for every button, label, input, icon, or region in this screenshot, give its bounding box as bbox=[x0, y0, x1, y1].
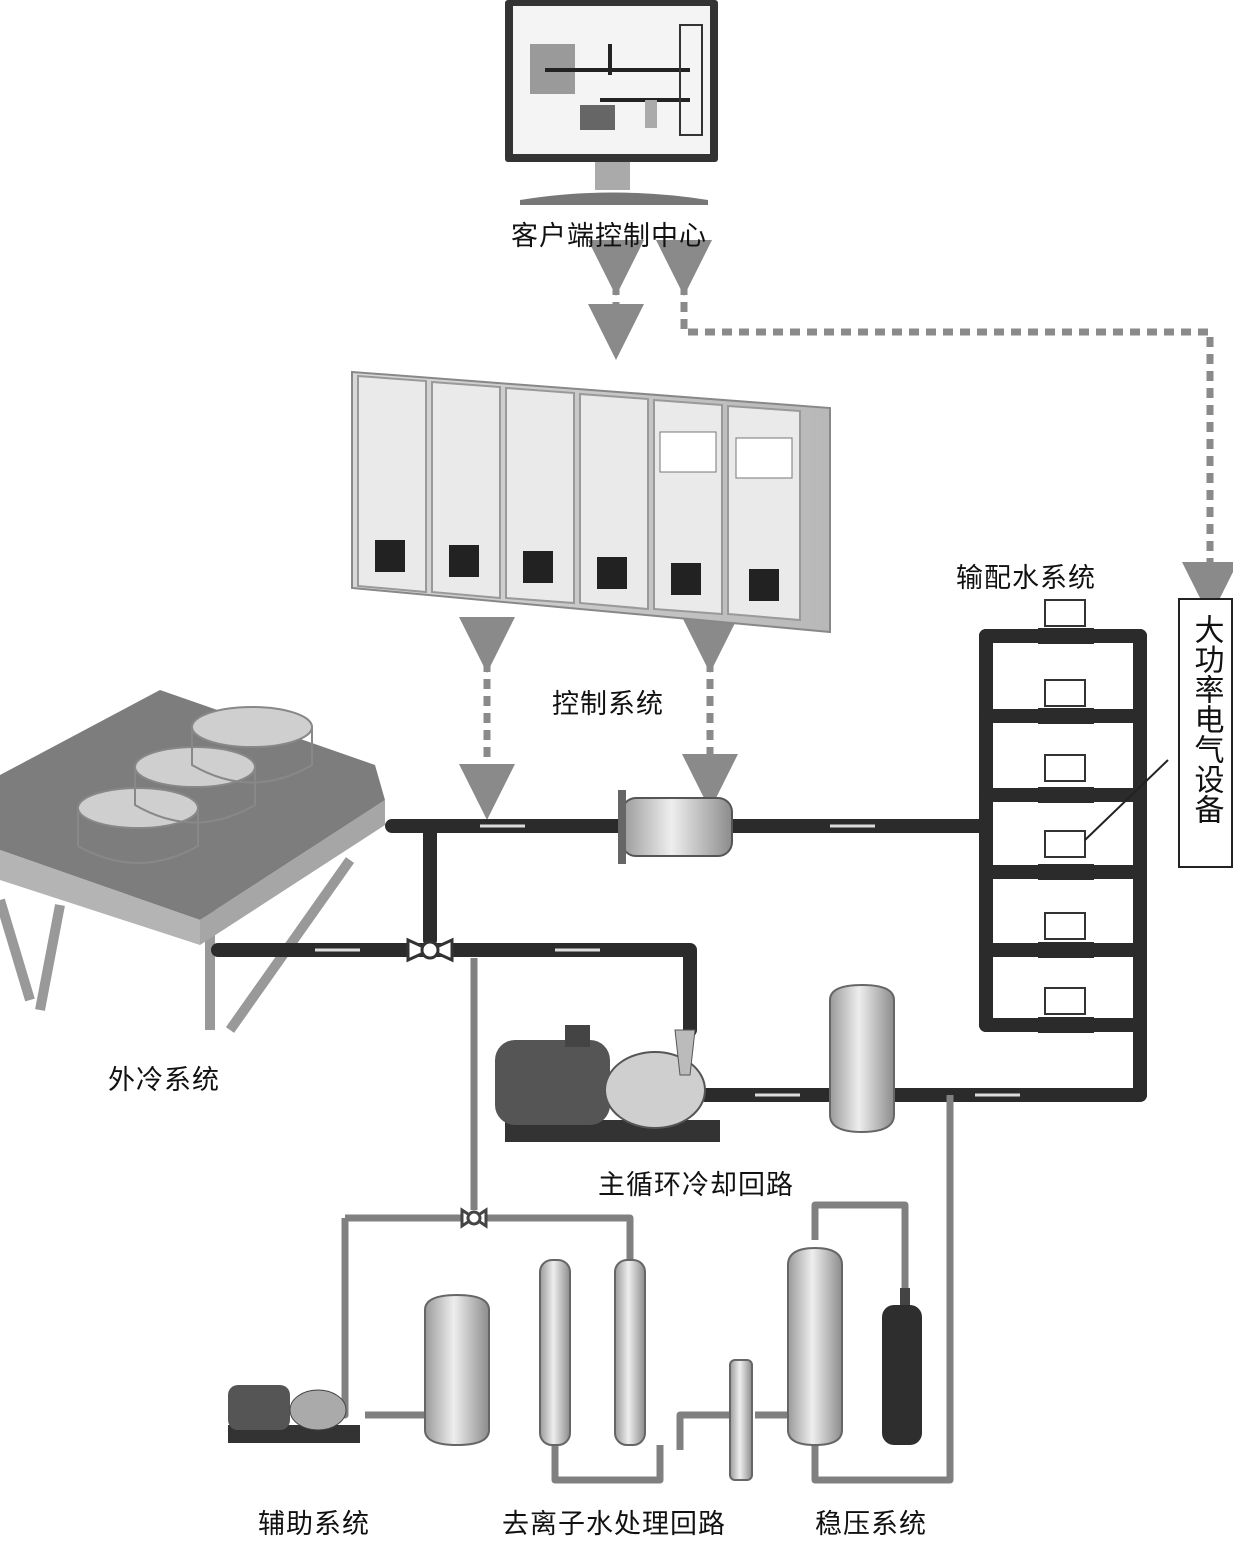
valve-icon bbox=[460, 1207, 488, 1229]
heater-icon bbox=[618, 790, 733, 864]
filter-icon bbox=[539, 1259, 753, 1481]
pressure-system-label: 稳压系统 bbox=[815, 1509, 927, 1540]
tank-icon bbox=[787, 1246, 843, 1447]
high-power-device-box: 大功率电气设备 bbox=[1178, 598, 1233, 868]
external-cooling-label: 外冷系统 bbox=[108, 1065, 220, 1096]
control-system-label: 控制系统 bbox=[552, 689, 664, 720]
aux-pipes bbox=[340, 958, 954, 1484]
deionized-loop-label: 去离子水处理回路 bbox=[502, 1509, 726, 1540]
main-loop-label: 主循环冷却回路 bbox=[598, 1170, 794, 1201]
dry-cooler-icon bbox=[0, 690, 385, 1033]
control-cabinet-icon bbox=[351, 370, 831, 634]
water-distribution-label: 输配水系统 bbox=[956, 563, 1096, 594]
tank-icon bbox=[829, 983, 895, 1134]
branch-devices bbox=[1038, 599, 1169, 1033]
pump-icon bbox=[495, 1025, 720, 1142]
auxiliary-label: 辅助系统 bbox=[258, 1509, 370, 1540]
tank-icon bbox=[424, 1293, 490, 1447]
monitor-icon bbox=[505, 0, 718, 205]
high-power-device-label: 大功率电气设备 bbox=[1188, 614, 1224, 824]
signal-links bbox=[459, 240, 1233, 820]
pump-icon bbox=[228, 1385, 360, 1443]
flow-arrows bbox=[315, 824, 1020, 1097]
client-center-label: 客户端控制中心 bbox=[511, 221, 707, 252]
main-pipes bbox=[211, 629, 1147, 1102]
valve-icon bbox=[406, 937, 454, 963]
gas-cylinder-icon bbox=[882, 1288, 922, 1445]
